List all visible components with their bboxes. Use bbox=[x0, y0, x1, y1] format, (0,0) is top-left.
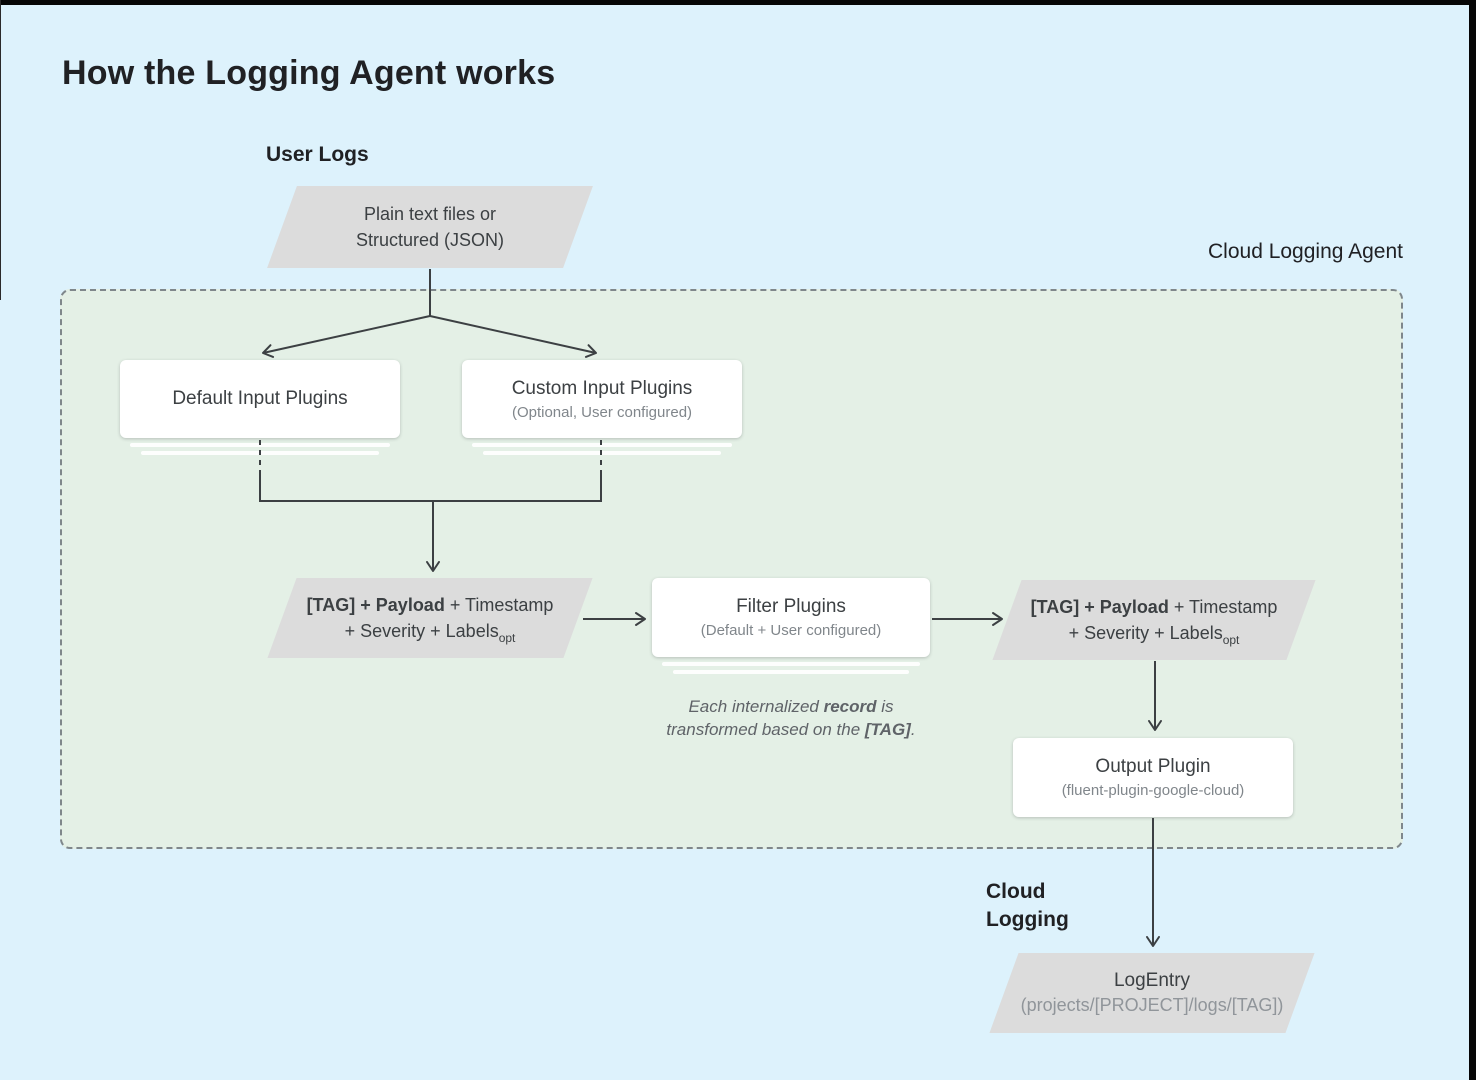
log-entry-title: LogEntry bbox=[1113, 970, 1191, 991]
filter-plugins-box: Filter Plugins (Default + User configure… bbox=[652, 578, 930, 657]
note-text: Each internalized bbox=[688, 697, 824, 716]
stack-shadow bbox=[141, 451, 379, 455]
log-record-right-bold: [TAG] + Payload bbox=[1030, 597, 1169, 617]
filter-plugins-subtitle: (Default + User configured) bbox=[700, 622, 882, 639]
note-text: . bbox=[910, 720, 916, 739]
log-record-right-regular: + Timestamp bbox=[1168, 597, 1278, 617]
log-entry-subtitle: (projects/[PROJECT]/logs/[TAG]) bbox=[1020, 995, 1284, 1015]
filter-plugins-title: Filter Plugins bbox=[736, 596, 846, 617]
cloud-logging-agent-label: Cloud Logging Agent bbox=[1208, 240, 1403, 263]
stack-shadow bbox=[673, 670, 909, 674]
user-logs-line2: Structured (JSON) bbox=[355, 230, 505, 250]
output-plugin-box: Output Plugin (fluent-plugin-google-clou… bbox=[1013, 738, 1293, 817]
stack-shadow bbox=[662, 662, 920, 666]
cloud-logging-label: Cloud Logging bbox=[986, 880, 1069, 931]
log-record-right-parallelogram: [TAG] + Payload + Timestamp + Severity +… bbox=[992, 580, 1316, 660]
log-record-left-line2: + Severity + Labels bbox=[344, 621, 499, 641]
stack-shadow bbox=[472, 443, 732, 447]
default-input-plugins-box: Default Input Plugins bbox=[120, 360, 400, 438]
log-record-left-regular: + Timestamp bbox=[444, 595, 554, 615]
custom-input-plugins-box: Custom Input Plugins (Optional, User con… bbox=[462, 360, 742, 438]
user-logs-line1: Plain text files or bbox=[363, 204, 497, 224]
note-bold-tag: [TAG] bbox=[864, 720, 911, 739]
output-plugin-subtitle: (fluent-plugin-google-cloud) bbox=[1061, 782, 1245, 799]
user-logs-parallelogram: Plain text files or Structured (JSON) bbox=[267, 186, 593, 268]
stack-shadow bbox=[483, 451, 721, 455]
log-entry-parallelogram: LogEntry (projects/[PROJECT]/logs/[TAG]) bbox=[989, 953, 1315, 1033]
window-edge-top bbox=[0, 0, 1476, 5]
user-logs-label: User Logs bbox=[266, 143, 369, 166]
output-plugin-title: Output Plugin bbox=[1095, 756, 1211, 777]
window-edge-right bbox=[1469, 0, 1476, 1080]
page-title: How the Logging Agent works bbox=[62, 54, 556, 92]
log-record-left-bold: [TAG] + Payload bbox=[306, 595, 445, 615]
transform-note: Each internalized record is transformed … bbox=[652, 695, 930, 741]
log-record-right-subscript: opt bbox=[1222, 633, 1240, 647]
stack-shadow bbox=[130, 443, 390, 447]
note-text: is transformed based on the bbox=[666, 697, 894, 739]
window-edge-left bbox=[0, 0, 1, 300]
note-bold-record: record bbox=[823, 697, 877, 716]
log-record-left-parallelogram: [TAG] + Payload + Timestamp + Severity +… bbox=[267, 578, 593, 658]
log-record-right-line2: + Severity + Labels bbox=[1068, 623, 1223, 643]
log-record-left-subscript: opt bbox=[498, 631, 516, 645]
custom-input-plugins-title: Custom Input Plugins bbox=[511, 377, 693, 399]
default-input-plugins-title: Default Input Plugins bbox=[172, 388, 348, 409]
custom-input-plugins-subtitle: (Optional, User configured) bbox=[511, 403, 693, 421]
